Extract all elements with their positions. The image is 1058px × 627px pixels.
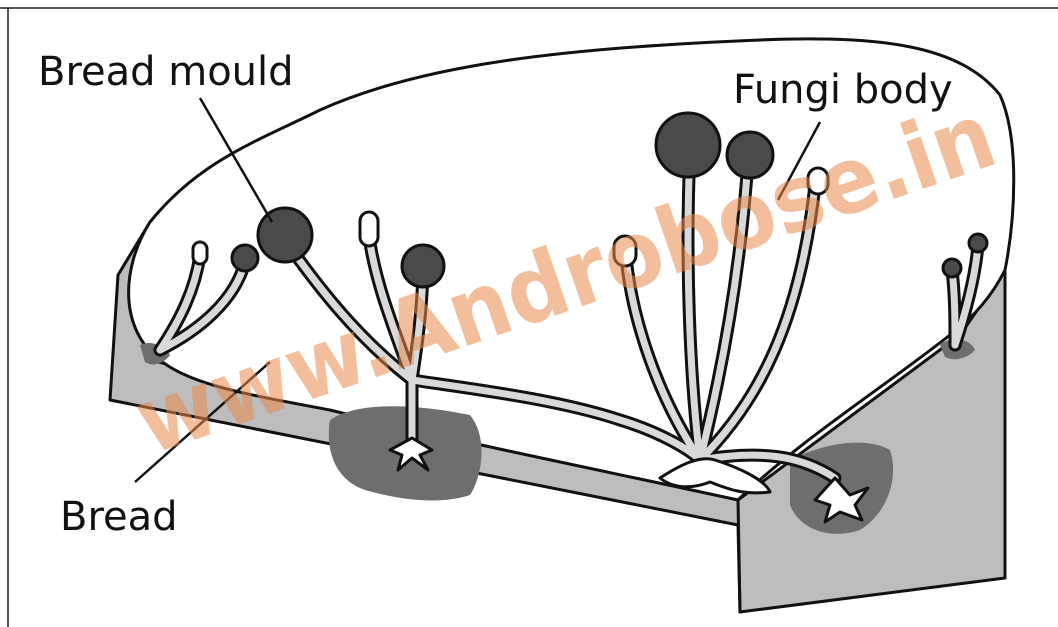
sporangium xyxy=(258,208,312,262)
bread-mould-label: Bread mould xyxy=(38,49,294,95)
bread-edge xyxy=(738,500,740,612)
sporangium xyxy=(969,234,987,252)
sporangium xyxy=(232,245,258,271)
sporangium xyxy=(943,259,961,277)
bread-label: Bread xyxy=(60,494,178,540)
sporangium xyxy=(656,113,720,177)
